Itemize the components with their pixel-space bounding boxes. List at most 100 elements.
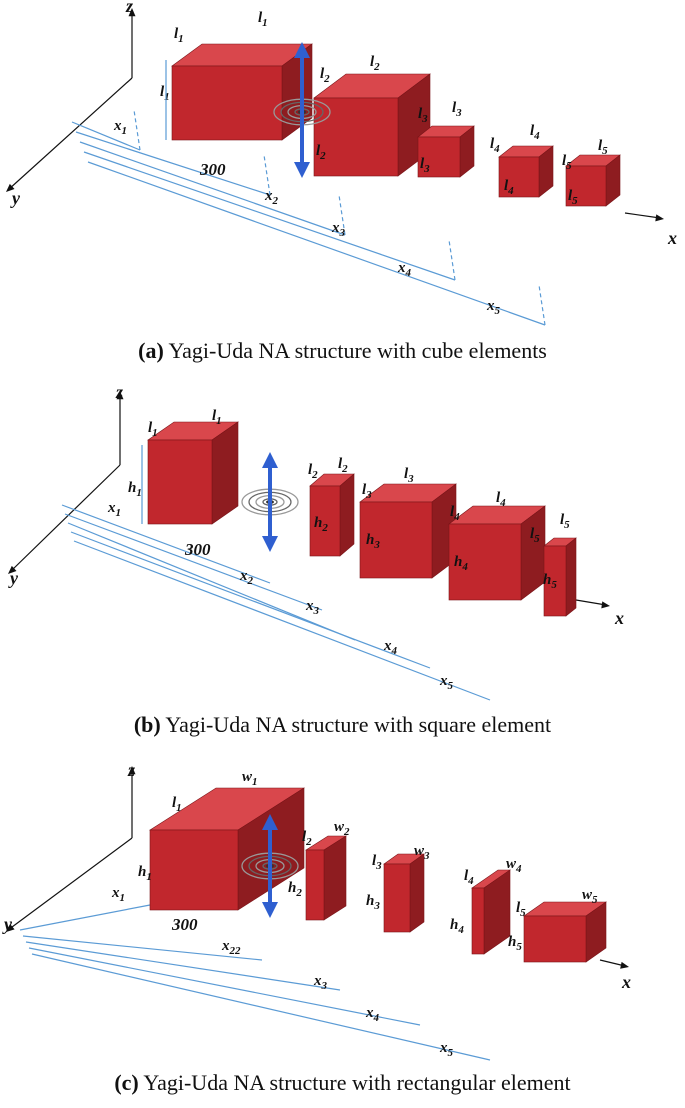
element-c-2-side: [323, 835, 347, 921]
label-w4-c: w4: [506, 856, 522, 875]
label-l3-a-h: l3: [420, 156, 430, 175]
element-b-2-front: [309, 485, 341, 557]
axis-z-b-arrow: [116, 391, 124, 400]
label-x1-b: x1: [107, 500, 121, 519]
label-l4-b-depth: l4: [496, 490, 506, 509]
x-guide-c-2: [22, 935, 263, 961]
label-h2-c: h2: [288, 880, 302, 899]
element-b-2-side: [339, 473, 355, 557]
x-guide-b-1: [61, 504, 271, 584]
label-l3-c: l3: [372, 853, 382, 872]
label-h5-c: h5: [508, 934, 522, 953]
label-gap-a: 300: [199, 160, 226, 179]
axis-x-c-label: x: [621, 972, 631, 992]
label-l5-a-h: l5: [568, 188, 578, 207]
axis-y-c: [7, 837, 133, 931]
label-x5-a: x5: [486, 298, 501, 317]
label-gap-b: 300: [184, 540, 211, 559]
x-guide-c-3: [25, 941, 341, 991]
label-x2-b: x2: [239, 568, 254, 587]
x-guide-a-end-5: [538, 284, 546, 326]
label-x4-a: x4: [397, 260, 412, 279]
caption-c: (c) Yagi-Uda NA structure with rectangul…: [0, 1070, 685, 1096]
label-x5-b: x5: [439, 673, 454, 692]
caption-a: (a) Yagi-Uda NA structure with cube elem…: [0, 338, 685, 364]
element-a-4: [498, 145, 554, 198]
caption-b-text: Yagi-Uda NA structure with square elemen…: [165, 712, 552, 737]
axis-x-b-label: x: [614, 608, 624, 628]
element-c-5: [523, 901, 607, 963]
label-l1-b-top: l1: [148, 420, 158, 439]
caption-a-text: Yagi-Uda NA structure with cube elements: [168, 338, 547, 363]
dipole-source-icon-a-head-up: [294, 42, 310, 58]
label-x5-c: x5: [439, 1040, 454, 1059]
element-c-3-side: [409, 853, 425, 933]
x-guide-a-end-4: [448, 239, 456, 281]
label-h1-b: h1: [128, 480, 142, 499]
axis-x: [624, 212, 661, 219]
label-x3-a: x3: [331, 220, 346, 239]
element-b-5: [543, 537, 577, 617]
x-guide-c-4: [28, 947, 421, 1026]
element-a-1: [171, 43, 313, 141]
axis-y-label: y: [10, 188, 21, 208]
axis-y-b: [9, 464, 121, 573]
label-l2-a-h: l2: [316, 143, 326, 162]
caption-b-tag: (b): [133, 712, 161, 737]
axis-y-arrow: [6, 183, 15, 192]
element-b-3-front: [359, 501, 433, 579]
caption-c-text: Yagi-Uda NA structure with rectangular e…: [143, 1070, 571, 1095]
label-w1-c: w1: [242, 769, 258, 788]
label-h4-c: h4: [450, 917, 464, 936]
label-l3-a-top: l3: [418, 106, 428, 125]
element-c-4-front: [471, 887, 485, 955]
element-b-1-front: [147, 439, 213, 525]
element-a-3: [417, 125, 475, 178]
label-l5-a-top: l5: [562, 153, 572, 172]
label-h2-b: h2: [314, 515, 328, 534]
element-b-1-side: [211, 421, 239, 525]
label-gap-c: 300: [171, 915, 198, 934]
axis-z-arrow: [128, 8, 136, 17]
label-h3-c: h3: [366, 893, 380, 912]
axis-y: [7, 77, 133, 191]
dipole-source-icon-b-head-down: [262, 536, 278, 552]
element-b-5-side: [565, 537, 577, 617]
label-h3-b: h3: [366, 532, 380, 551]
axis-x-c-arrow: [620, 961, 629, 969]
dipole-source-icon-a-head-down: [294, 162, 310, 178]
axis-x-b-arrow: [601, 601, 610, 609]
axis-y-b-arrow: [8, 565, 17, 574]
axis-z-label: z: [125, 0, 133, 16]
label-x1-c: x1: [111, 885, 125, 904]
x-guide-a-2: [75, 131, 271, 196]
caption-a-tag: (a): [138, 338, 164, 363]
label-l4-a-depth: l4: [530, 123, 540, 142]
x-guide-a-3: [79, 141, 346, 236]
element-b-4: [448, 505, 546, 601]
axis-x-label: x: [667, 228, 677, 248]
dipole-source-icon-c: [241, 814, 299, 918]
element-c-3-front: [383, 863, 411, 933]
label-x3-b: x3: [305, 598, 320, 617]
x-guide-b-3: [67, 522, 356, 641]
label-w2-c: w2: [334, 819, 350, 838]
axis-y-c-label: y: [2, 914, 13, 934]
label-l1-c: l1: [172, 795, 182, 814]
label-x4-c: x4: [365, 1005, 380, 1024]
element-a-1-front: [171, 65, 283, 141]
axis-z-b-label: z: [115, 382, 123, 402]
label-l2-b-top: l2: [308, 462, 318, 481]
label-l1-b-depth: l1: [212, 408, 222, 427]
x-guide-a-4: [83, 151, 456, 281]
element-a-5: [565, 154, 621, 207]
dipole-source-icon-b: [241, 452, 299, 552]
element-b-2: [309, 473, 355, 557]
label-l4-b-top: l4: [450, 504, 460, 523]
label-l2-a-depth: l2: [370, 54, 380, 73]
element-c-2: [304, 835, 348, 921]
element-b-5-front: [543, 545, 567, 617]
label-l1-a-top: l1: [174, 26, 184, 45]
